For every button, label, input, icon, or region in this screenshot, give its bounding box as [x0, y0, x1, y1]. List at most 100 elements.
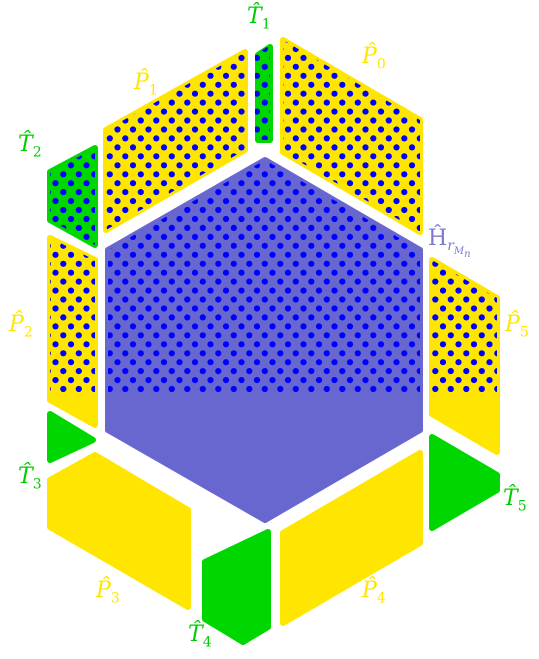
lattice-dot [184, 52, 191, 53]
lattice-dot [455, 55, 461, 61]
lattice-dot [68, 73, 74, 79]
lattice-dot [510, 135, 516, 141]
lattice-dot [160, 162, 168, 169]
lattice-dot [45, 135, 51, 141]
lattice-dot [122, 100, 128, 106]
lattice-dot [261, 224, 268, 231]
lattice-dot [393, 55, 399, 61]
lattice-dot [502, 180, 508, 186]
lattice-dot [355, 64, 361, 70]
lattice-dot [370, 81, 377, 88]
lattice-dot [238, 233, 245, 240]
lattice-dot [261, 385, 268, 393]
lattice-dot [479, 189, 485, 195]
lattice-dot [432, 46, 438, 52]
lattice-dot [386, 46, 392, 52]
lattice-dot [494, 82, 500, 88]
lattice-dot [37, 198, 43, 204]
lattice-dot [502, 252, 508, 258]
lattice-dot [362, 19, 368, 25]
lattice-dot [525, 225, 531, 231]
lattice-dot [471, 37, 477, 43]
lattice-dot [107, 82, 113, 88]
lattice-dot [393, 162, 400, 169]
lattice-dot [385, 206, 392, 214]
lattice-dot [393, 305, 400, 312]
lattice-dot [463, 117, 469, 123]
lattice-dot [292, 368, 299, 375]
lattice-dot [29, 100, 35, 106]
lattice-dot [331, 251, 338, 258]
lattice-dot [486, 126, 492, 132]
lattice-dot [533, 55, 539, 61]
lattice-dot [37, 73, 43, 79]
lattice-dot [533, 234, 539, 240]
lattice-dot [14, 296, 20, 302]
lattice-dot [52, 126, 58, 132]
lattice-dot [6, 180, 12, 186]
lattice-dot [339, 46, 345, 52]
lattice-dot [199, 385, 206, 393]
lattice-dot [308, 314, 315, 321]
lattice-dot [160, 287, 168, 294]
lattice-dot [533, 162, 539, 168]
lattice-dot [107, 28, 113, 34]
lattice-dot [479, 207, 485, 213]
lattice-dot [29, 296, 35, 302]
lattice-dot [14, 46, 20, 52]
lattice-dot [222, 108, 230, 115]
lattice-dot [525, 135, 531, 141]
lattice-dot [533, 91, 539, 97]
lattice-dot [377, 198, 385, 205]
lattice-dot [29, 243, 35, 249]
lattice-dot [114, 359, 121, 366]
lattice-dot [215, 28, 221, 34]
lattice-dot [416, 350, 420, 357]
lattice-dot [29, 296, 35, 302]
lattice-dot [176, 19, 182, 25]
lattice-dot [76, 46, 82, 52]
lattice-dot [510, 117, 516, 123]
lattice-dot [479, 279, 485, 285]
lattice-dot [533, 73, 539, 79]
lattice-dot [502, 162, 508, 168]
lattice-dot [377, 108, 385, 115]
lattice-dot [370, 296, 377, 303]
lattice-dot [409, 19, 415, 25]
lattice-dot [354, 368, 361, 375]
lattice-dot [207, 269, 214, 276]
lattice-dot [510, 82, 516, 88]
lattice-dot [401, 368, 408, 375]
lattice-dot [192, 55, 198, 61]
lattice-dot [408, 144, 416, 151]
lattice-dot [223, 19, 229, 25]
lattice-dot [463, 64, 469, 70]
lattice-dot [161, 37, 167, 43]
lattice-dot [99, 234, 105, 240]
lattice-dot [471, 37, 477, 43]
lattice-dot [510, 117, 516, 123]
lattice-dot [153, 206, 160, 214]
lattice-dot [153, 314, 160, 321]
lattice-dot [479, 153, 485, 159]
lattice-dot [37, 91, 43, 97]
lattice-dot [114, 37, 120, 43]
lattice-dot [471, 198, 477, 204]
lattice-dot [60, 28, 66, 34]
lattice-dot [432, 189, 438, 195]
lattice-dot [292, 296, 299, 303]
lattice-dot [21, 377, 27, 383]
lattice-dot [479, 28, 485, 34]
lattice-dot [463, 28, 469, 34]
lattice-dot [292, 99, 299, 106]
lattice-dot [106, 206, 113, 214]
lattice-dot [14, 100, 20, 106]
lattice-dot [510, 82, 516, 88]
lattice-dot [176, 198, 183, 205]
lattice-dot [192, 19, 198, 25]
lattice-dot [494, 100, 500, 106]
lattice-dot [137, 368, 144, 375]
lattice-dot [386, 46, 392, 52]
lattice-dot [207, 55, 213, 61]
lattice-dot [145, 144, 152, 151]
